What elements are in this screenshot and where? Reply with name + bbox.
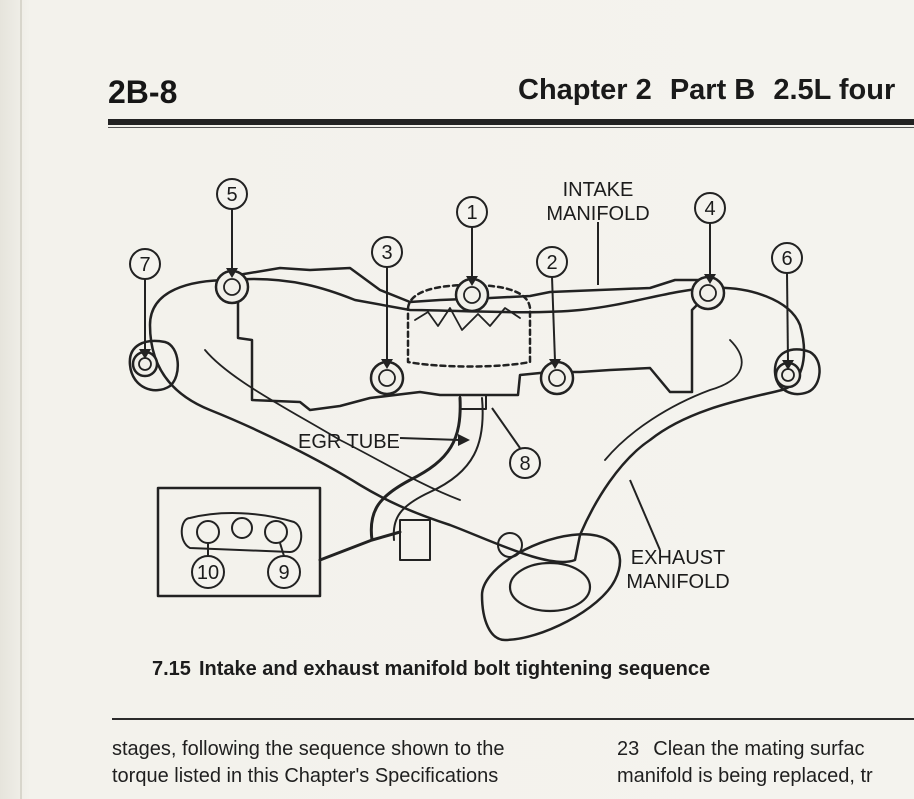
part-label: Part B [669,74,756,106]
arrow-7 [139,349,151,359]
step-text: Clean the mating surfac [653,738,865,760]
step-line: 23 Clean the mating surfac [617,736,914,763]
callout-circle-8 [509,447,541,479]
callout-4: 4 [704,198,715,220]
callout-2: 2 [546,252,557,274]
inset-hole-right [264,520,288,544]
leader-egr [399,437,461,441]
egr-tube [369,396,462,542]
egr-tube-inner [392,397,484,541]
oxygen-sensor-boss [399,519,431,561]
section-label: 2.5L four [773,74,896,106]
exhaust-inner-contour-2 [604,339,743,461]
bolt-2 [539,360,575,396]
exhaust-label-line2: MANIFOLD [626,571,729,593]
bolt-1-center [463,286,481,304]
throttle-break [414,307,521,331]
caption-number: 7.15 [152,658,191,680]
exhaust-stud-hole [497,532,523,558]
manifold-drawing: 5 1 4 3 2 7 6 8 10 9 INTAKE MANIFOLD EGR… [128,178,821,642]
callout-10: 10 [197,562,219,584]
arrow-4 [704,274,716,284]
callout-1: 1 [466,202,477,224]
inset-hole-center [231,517,253,539]
exhaust-label-line1: EXHAUST [631,547,725,569]
manifold-diagram: 5 1 4 3 2 7 6 8 10 9 INTAKE MANIFOLD EGR… [110,140,914,660]
inset-gasket [180,512,303,553]
bolt-5-center [223,278,241,296]
arrow-egr [458,434,470,446]
body-column-right: 23 Clean the mating surfac manifold is be… [617,736,914,790]
leader-9 [279,542,285,557]
callout-8: 8 [519,453,530,475]
leader-6 [786,272,789,363]
intake-label-line2: MANIFOLD [546,203,649,225]
bolt-4 [690,275,726,311]
page-number: 2B-8 [108,74,178,110]
bolt-4-center [699,284,717,302]
egr-label: EGR TUBE [298,431,400,453]
callout-5: 5 [226,184,237,206]
body-line: manifold is being replaced, tr [617,765,873,787]
intake-manifold-outline [236,266,704,412]
body-line: stages, following the sequence shown to … [112,738,505,760]
right-flange [773,348,821,396]
leader-8 [491,407,521,449]
page-edge [20,0,22,799]
arrow-5 [226,268,238,278]
exhaust-inner-contour [204,349,461,501]
callout-7: 7 [139,254,150,276]
bolt-3-center [378,369,396,387]
leader-2 [551,276,556,362]
exhaust-outlet-port [508,561,592,613]
arrow-2 [549,359,561,369]
throttle-body [406,283,532,368]
section-rule [112,718,914,720]
caption-text: Intake and exhaust manifold bolt tighten… [198,658,711,680]
arrow-6 [782,360,794,370]
callout-9: 9 [278,562,289,584]
bolt-2-center [548,369,566,387]
intake-label-line1: INTAKE [563,179,634,201]
left-flange [128,339,179,392]
egr-fitting [459,394,487,410]
callout-3: 3 [381,242,392,264]
header-rule [108,119,914,125]
leader-exhaust [629,479,661,551]
exhaust-outlet-flange [480,532,622,642]
step-number: 23 [617,738,640,760]
arrow-3 [381,359,393,369]
figure-caption: 7.15 Intake and exhaust manifold bolt tig… [152,658,710,681]
arrow-1 [466,276,478,286]
callout-6: 6 [781,248,792,270]
inset-pointer [318,530,402,562]
running-head: Chapter 2 Part B 2.5L four [518,74,905,107]
header-rule-thin [108,127,914,128]
exhaust-manifold-outline [148,277,806,564]
inset-hole-left [196,520,220,544]
body-column-left: stages, following the sequence shown to … [112,736,572,790]
body-line: torque listed in this Chapter's Specific… [112,765,499,787]
chapter-label: Chapter 2 [518,74,652,106]
inset-box [156,486,322,598]
